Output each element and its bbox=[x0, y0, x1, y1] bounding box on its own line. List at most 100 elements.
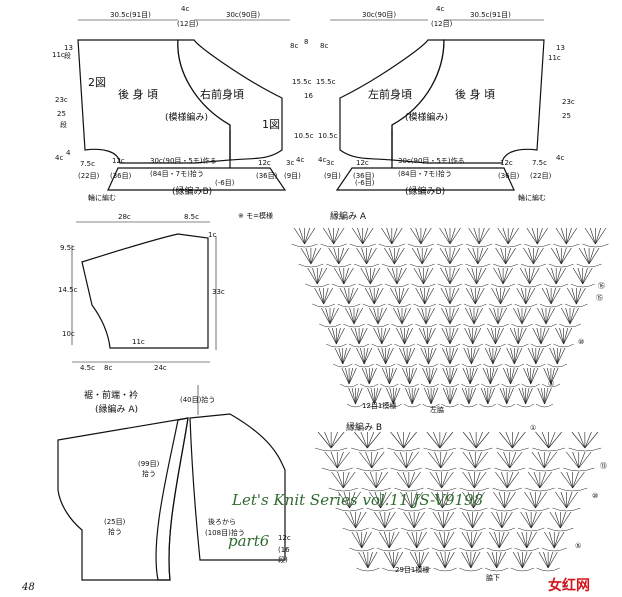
chain-arc bbox=[404, 547, 430, 552]
stitch-mark bbox=[334, 347, 343, 365]
stitch-mark bbox=[529, 267, 535, 285]
stitch-mark bbox=[304, 227, 316, 245]
stitch-mark bbox=[368, 367, 377, 385]
stitch-mark bbox=[503, 387, 508, 405]
stitch-mark bbox=[312, 267, 318, 285]
stitch-mark bbox=[516, 531, 528, 549]
stitch-mark bbox=[466, 367, 471, 385]
stitch-mark bbox=[507, 227, 519, 245]
stitch-mark bbox=[468, 451, 476, 469]
stitch-mark bbox=[442, 491, 449, 509]
chain-arc bbox=[541, 547, 567, 552]
stitch-mark bbox=[588, 247, 600, 265]
stitch-mark bbox=[348, 387, 356, 405]
stitch-mark bbox=[473, 227, 480, 245]
stitch-mark bbox=[387, 267, 398, 285]
chain-arc bbox=[384, 283, 409, 288]
stitch-mark bbox=[377, 307, 383, 325]
chain-arc bbox=[381, 567, 406, 572]
chain-arc bbox=[461, 363, 482, 368]
stitch-mark bbox=[523, 247, 534, 265]
chain-arc bbox=[332, 363, 353, 368]
stitch-mark bbox=[424, 347, 429, 365]
stitch-mark bbox=[444, 247, 451, 265]
stitch-mark bbox=[305, 247, 312, 265]
stitch-mark bbox=[373, 327, 383, 345]
stitch-mark bbox=[442, 367, 451, 385]
chain-arc bbox=[426, 487, 457, 492]
band-subtitle: (縁編み A) bbox=[95, 403, 138, 415]
stitch-mark bbox=[449, 267, 460, 285]
stitch-mark bbox=[411, 387, 420, 405]
stitch-mark bbox=[367, 431, 375, 449]
back-right-side-11c: 11c bbox=[548, 54, 561, 62]
stitch-mark bbox=[501, 511, 508, 529]
stitch-mark bbox=[494, 531, 500, 549]
chain-arc bbox=[305, 283, 330, 288]
stitch-mark bbox=[352, 227, 363, 245]
stitch-mark bbox=[445, 287, 451, 305]
stitch-mark bbox=[530, 367, 539, 385]
stitch-mark bbox=[334, 267, 345, 285]
stitch-mark bbox=[536, 227, 543, 245]
stitch-mark bbox=[491, 287, 501, 305]
back-side-13: 13 bbox=[64, 44, 73, 52]
stitch-mark bbox=[351, 387, 356, 405]
stitch-note: ※ モ=模様 bbox=[238, 211, 273, 220]
stitch-mark bbox=[449, 307, 459, 325]
stitch-mark bbox=[470, 551, 476, 569]
left-front-w-3c: 3c bbox=[326, 159, 334, 167]
stitch-mark bbox=[526, 531, 537, 549]
stitch-mark bbox=[377, 347, 386, 365]
stitch-mark bbox=[441, 471, 454, 489]
stitch-mark bbox=[396, 471, 410, 489]
stitch-mark bbox=[338, 247, 349, 265]
stitch-mark bbox=[471, 267, 477, 285]
stitch-mark bbox=[540, 387, 545, 405]
stitch-mark bbox=[513, 327, 519, 345]
back-pattern: (模様編み) bbox=[165, 111, 208, 123]
stitch-mark bbox=[367, 551, 378, 569]
stitch-mark bbox=[399, 287, 405, 305]
stitch-mark bbox=[408, 387, 413, 405]
back-w-22: (22目) bbox=[78, 172, 100, 180]
chain-arc bbox=[514, 303, 538, 308]
stitch-mark bbox=[538, 551, 549, 569]
stitch-mark bbox=[393, 551, 404, 569]
chain-arc bbox=[391, 323, 413, 328]
stitch-mark bbox=[365, 267, 371, 285]
chain-arc bbox=[428, 507, 457, 512]
stitch-mark bbox=[415, 227, 422, 245]
edge-a-side: 左脇 bbox=[430, 405, 444, 414]
stitch-mark bbox=[505, 247, 516, 265]
stitch-mark bbox=[358, 551, 369, 569]
stitch-mark bbox=[405, 387, 413, 405]
stitch-mark bbox=[348, 287, 359, 305]
stitch-mark bbox=[344, 287, 350, 305]
stitch-mark bbox=[299, 227, 305, 245]
stitch-mark bbox=[338, 347, 344, 365]
stitch-mark bbox=[526, 531, 532, 549]
chain-arc bbox=[541, 383, 561, 388]
stitch-mark bbox=[536, 327, 542, 345]
stitch-mark bbox=[537, 307, 547, 325]
stitch-mark bbox=[503, 367, 511, 385]
left-front-neck: 4c bbox=[436, 5, 444, 13]
stitch-mark bbox=[449, 347, 455, 365]
chain-arc bbox=[559, 323, 581, 328]
stitch-mark bbox=[360, 347, 365, 365]
stitch-mark bbox=[420, 227, 427, 245]
right-front-num: 1図 bbox=[262, 118, 280, 131]
band-pick-25b: 拾う bbox=[108, 527, 122, 536]
chain-arc bbox=[514, 547, 540, 552]
back-w-36: (36目) bbox=[110, 172, 132, 180]
stitch-mark bbox=[439, 247, 451, 265]
chain-arc bbox=[486, 547, 512, 552]
stitch-mark bbox=[374, 511, 386, 529]
stitch-mark bbox=[525, 387, 530, 405]
stitch-mark bbox=[449, 307, 455, 325]
stitch-mark bbox=[396, 267, 407, 285]
stitch-mark bbox=[497, 451, 510, 469]
stitch-mark bbox=[359, 451, 372, 469]
row-marker-b-3: ⑤ bbox=[575, 542, 581, 550]
